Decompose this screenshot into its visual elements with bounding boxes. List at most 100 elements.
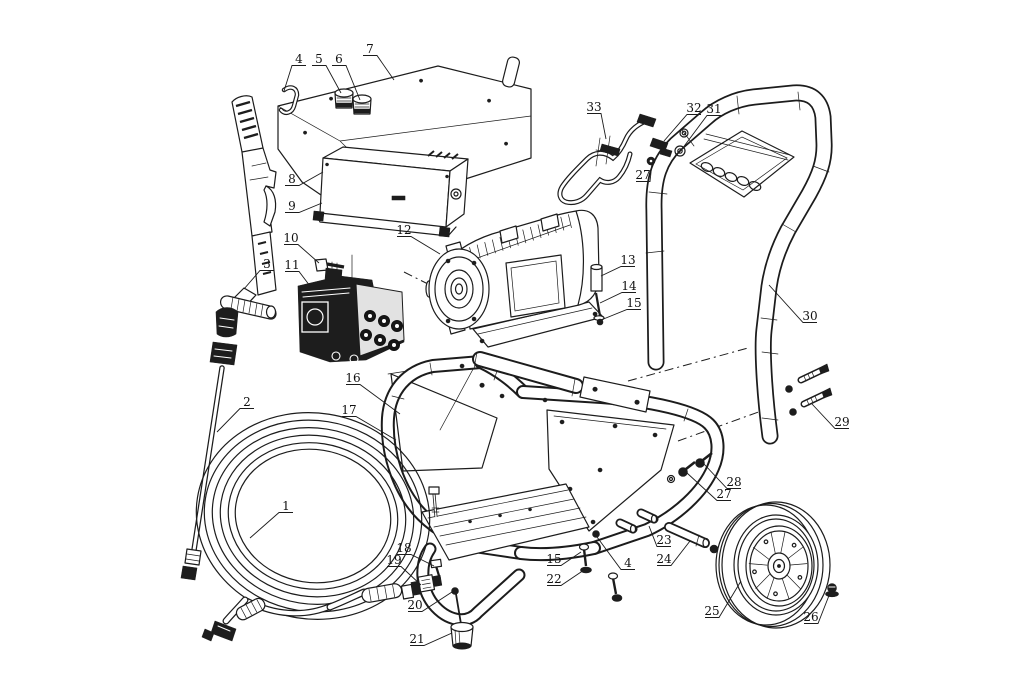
svg-text:8: 8: [288, 172, 296, 186]
part-label-26-27: 26: [803, 592, 831, 624]
svg-text:19: 19: [386, 553, 401, 567]
assembly-dash-lines: [351, 254, 765, 442]
gun-coupling: [215, 307, 239, 338]
part-label-32-33: 32: [663, 101, 702, 142]
part-label-5-4: 5: [312, 52, 342, 94]
svg-text:10: 10: [283, 231, 298, 245]
svg-text:15: 15: [546, 552, 561, 566]
svg-text:29: 29: [834, 415, 849, 429]
box-label-mark: [391, 195, 406, 201]
bracket-bolt: [599, 143, 621, 157]
wheel: [715, 501, 831, 629]
svg-text:28: 28: [726, 475, 741, 489]
part-label-31-32: 31: [681, 102, 722, 150]
part-label-2-1: 2: [216, 395, 254, 433]
part-label-23-24: 23: [648, 525, 672, 547]
rubber-foot: [450, 621, 474, 650]
part-label-13-12: 13: [600, 253, 636, 277]
svg-text:2: 2: [243, 395, 251, 409]
part-label-28-29: 28: [703, 463, 742, 489]
part-label-27-28: 27: [686, 472, 732, 501]
part-label-20-19: 20: [407, 591, 453, 612]
tank-cap-right: [352, 94, 372, 115]
svg-text:24: 24: [656, 552, 672, 566]
part-label-24-25: 24: [656, 540, 691, 566]
frame-bolts-27-28: [666, 451, 713, 484]
part-label-7-6: 7: [363, 42, 395, 81]
svg-text:6: 6: [335, 52, 343, 66]
part-label-11-10: 11: [284, 258, 311, 287]
svg-text:4: 4: [295, 52, 303, 66]
part-label-19-18: 19: [386, 553, 422, 586]
gun-hook: [278, 85, 300, 116]
part-label-12-11: 12: [396, 223, 441, 255]
svg-text:4: 4: [624, 556, 632, 570]
part-label-16-15: 16: [345, 371, 401, 415]
electric-motor: [425, 209, 604, 348]
svg-text:27: 27: [716, 487, 731, 501]
cord-hook: [557, 113, 657, 206]
svg-text:26: 26: [803, 610, 818, 624]
cart-frame: [380, 351, 725, 562]
part-label-8-7: 8: [285, 171, 324, 186]
svg-text:20: 20: [407, 598, 422, 612]
hose-sleeve-right: [361, 583, 403, 603]
handle-panel: [689, 130, 795, 198]
pump: [297, 267, 405, 364]
spray-gun: [215, 95, 277, 338]
svg-text:15: 15: [626, 296, 641, 310]
part-label-15-14: 15: [600, 296, 642, 321]
axle-cap-nut: [825, 583, 839, 598]
svg-text:30: 30: [802, 309, 817, 323]
svg-text:3: 3: [263, 257, 271, 271]
lance-tip: [180, 565, 198, 581]
part-label-18-17: 18: [396, 541, 435, 567]
handle-bolts-29: [785, 363, 833, 416]
svg-text:18: 18: [396, 541, 411, 555]
svg-text:13: 13: [620, 253, 635, 267]
svg-text:32: 32: [686, 101, 701, 115]
svg-text:23: 23: [656, 533, 671, 547]
foot-bolt-20: [451, 587, 462, 625]
part-label-29-30: 29: [811, 403, 850, 429]
part-label-25-26: 25: [704, 580, 742, 618]
base-bolts: [578, 530, 623, 602]
rear-bracket-bar: [579, 376, 651, 413]
svg-text:33: 33: [586, 100, 601, 114]
part-label-17-16: 17: [341, 403, 397, 441]
capacitor-assembly: [590, 263, 605, 326]
terminal-box: [505, 254, 566, 318]
cover-handle-tab: [502, 56, 520, 88]
svg-text:5: 5: [315, 52, 323, 66]
frame-inner-bolt: [428, 486, 440, 518]
frame-right-panel: [546, 409, 675, 532]
svg-text:14: 14: [621, 279, 637, 293]
svg-text:16: 16: [345, 371, 360, 385]
hose-coil: [195, 412, 443, 642]
rear-cross-tube: [472, 351, 584, 397]
svg-text:17: 17: [341, 403, 356, 417]
part-label-1-0: 1: [249, 499, 293, 539]
part-label-22-22: 22: [546, 569, 585, 586]
lance: [180, 341, 238, 581]
svg-text:7: 7: [366, 42, 374, 56]
svg-text:22: 22: [546, 572, 561, 586]
frame-tubes: [380, 355, 725, 562]
part-label-10-9: 10: [283, 231, 320, 264]
part-label-9-8: 9: [285, 199, 323, 213]
part-label-15-21: 15: [546, 551, 582, 566]
svg-text:21: 21: [409, 632, 424, 646]
electrical-box: [312, 146, 469, 238]
box-connector: [450, 188, 462, 200]
svg-text:27: 27: [635, 168, 650, 182]
hose-sleeve-left: [235, 597, 266, 621]
part-label-14-13: 14: [599, 279, 637, 304]
nut-31: [674, 145, 686, 157]
svg-text:11: 11: [284, 258, 299, 272]
panel-bolt-4: [592, 530, 600, 538]
hook-hardware: [646, 128, 689, 166]
part-label-30-31: 30: [768, 284, 818, 323]
gun-side-grip: [220, 295, 277, 320]
svg-text:12: 12: [396, 223, 411, 237]
